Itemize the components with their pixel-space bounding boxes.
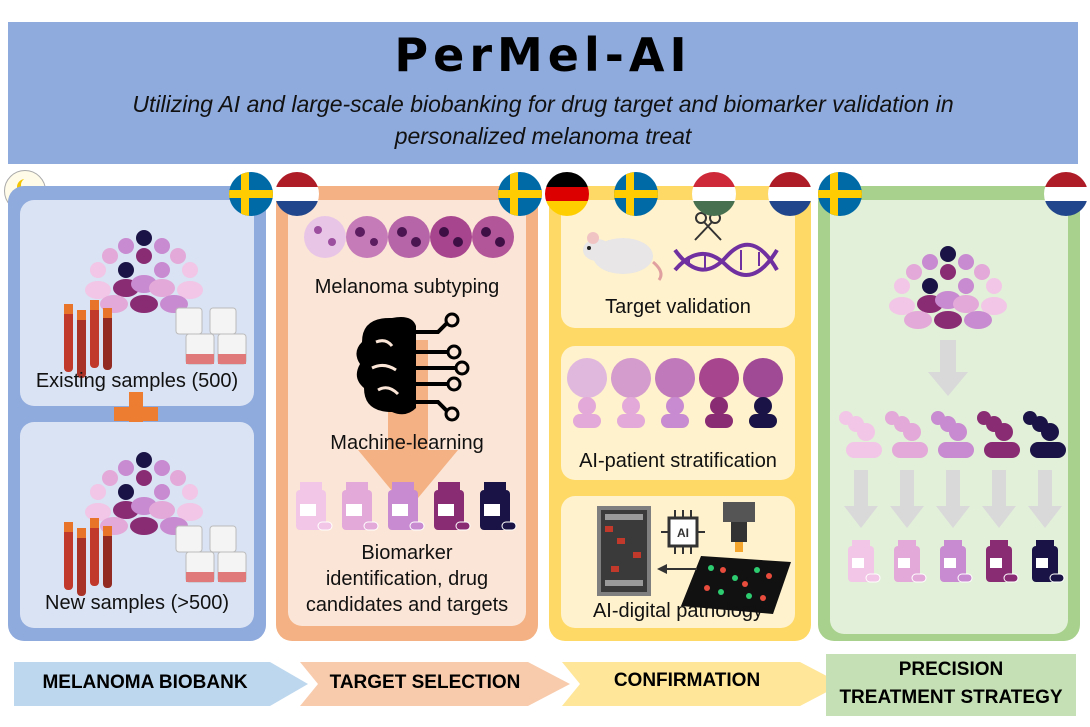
sample-jars-icon: [175, 307, 247, 365]
brain-circuit-icon: [356, 312, 470, 422]
microarray-icon: [681, 556, 791, 614]
precision-treatment-step-label: PRECISION TREATMENT STRATEGY: [826, 656, 1076, 712]
page-title: PerMel-AI: [394, 28, 692, 82]
new-samples-box: New samples (>500): [20, 422, 254, 628]
ai-chip-icon: AI: [661, 510, 705, 554]
confirmation-step-label: CONFIRMATION: [613, 670, 761, 691]
sweden-flag-icon: [229, 172, 273, 216]
subtitle-line-1: Utilizing AI and large-scale biobanking …: [132, 91, 954, 117]
sample-jars-icon: [175, 525, 247, 583]
digital-pathology-box: AI AI-digital pathology: [561, 496, 795, 628]
patient-group-icon: [889, 246, 1007, 329]
biomarker-label: Biomarker identification, drug candidate…: [288, 540, 526, 618]
target-arrow-shape: [300, 662, 570, 706]
biomarker-line-3: candidates and targets: [305, 594, 509, 616]
drug-bottles-icon: [848, 540, 1065, 583]
netherlands-flag-icon: [1044, 172, 1088, 216]
microscope-icon: [723, 502, 755, 552]
stratification-icon: [567, 358, 783, 428]
patient-subgroups-icon: [839, 411, 1066, 458]
precision-line-2: TREATMENT STRATEGY: [839, 687, 1063, 708]
precision-arrow-shape: [826, 654, 1076, 716]
biomarker-line-2: identification, drug: [325, 568, 489, 590]
sweden-flag-icon: [614, 172, 658, 216]
machine-learning-label: Machine-learning: [330, 432, 484, 454]
biomarker-line-1: Biomarker: [361, 542, 453, 564]
mouse-icon: [583, 232, 663, 281]
blood-tubes-icon: [64, 518, 112, 596]
confirmation-arrow-shape: [562, 662, 842, 706]
subtitle-line-2: personalized melanoma treat: [394, 123, 692, 149]
title-banner: PerMel-AI Utilizing AI and large-scale b…: [8, 22, 1078, 164]
new-samples-label: New samples (>500): [45, 592, 229, 614]
confirmation-panel: Target validation AI-patient stratificat…: [549, 186, 811, 641]
precision-line-1: PRECISION: [898, 659, 1004, 680]
patient-group-icon: [85, 452, 203, 535]
ai-digital-pathology-label: AI-digital pathology: [592, 600, 764, 622]
precision-treatment-panel: [818, 186, 1080, 641]
ai-chip-text: AI: [677, 526, 689, 540]
drug-bottles-icon: [296, 482, 517, 531]
existing-samples-label: Existing samples (500): [35, 370, 239, 392]
server-rack-icon: [597, 506, 651, 596]
patient-stratification-box: AI-patient stratification: [561, 346, 795, 480]
down-arrow-icon: [928, 340, 968, 396]
target-selection-panel: Melanoma subtyping Machine-learning Biom…: [276, 186, 538, 641]
target-validation-label: Target validation: [605, 296, 751, 318]
target-validation-box: Target validation: [561, 200, 795, 328]
page-subtitle: Utilizing AI and large-scale biobanking …: [48, 88, 1038, 152]
process-arrows: [14, 654, 1076, 716]
melanoma-biobank-panel: Existing samples (500) New samples (>500…: [8, 186, 266, 641]
melanoma-biobank-step-label: MELANOMA BIOBANK: [42, 672, 248, 693]
patient-group-icon: [85, 230, 203, 313]
sweden-flag-icon: [818, 172, 862, 216]
hungary-flag-icon: [692, 172, 736, 216]
netherlands-flag-icon: [768, 172, 812, 216]
treatment-arrows-icon: [844, 470, 1062, 528]
target-selection-inner: Melanoma subtyping Machine-learning Biom…: [288, 200, 526, 626]
blood-tubes-icon: [64, 300, 112, 378]
existing-samples-box: Existing samples (500): [20, 200, 254, 406]
target-selection-step-label: TARGET SELECTION: [329, 672, 521, 693]
left-arrow-icon: [657, 564, 697, 574]
crispr-dna-icon: [673, 212, 779, 277]
germany-flag-icon: [545, 172, 589, 216]
precision-treatment-inner: [830, 200, 1068, 634]
sweden-flag-icon: [498, 172, 542, 216]
histology-tiles-icon: [304, 216, 514, 258]
netherlands-flag-icon: [275, 172, 319, 216]
biobank-arrow-shape: [14, 662, 308, 706]
melanoma-subtyping-label: Melanoma subtyping: [314, 276, 500, 298]
ai-patient-stratification-label: AI-patient stratification: [579, 450, 777, 472]
